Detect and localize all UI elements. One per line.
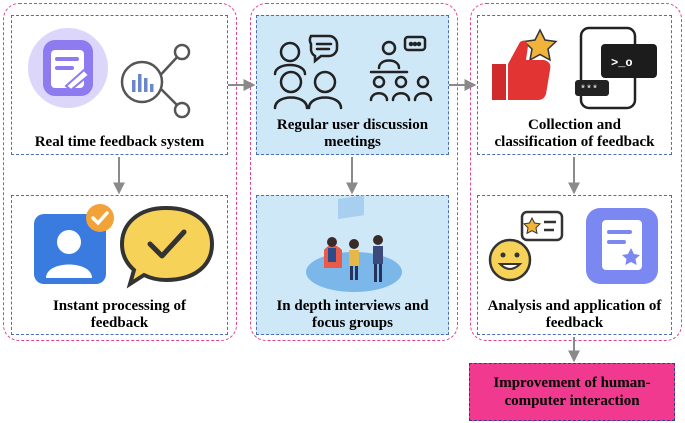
smiley-rating-icon [488,210,564,282]
label-improvement-interaction: Improvement of human-computer interactio… [493,375,651,409]
label-realtime-feedback: Real time feedback system [34,134,205,150]
rated-document-icon [586,208,658,284]
user-check-icon [34,204,114,284]
box-discussion-meetings: Regular user discussion meetings [256,15,449,155]
share-chart-icon [120,43,191,119]
label-depth-interviews: In depth interviews and focus groups [276,298,429,331]
label-analysis-application: Analysis and application of feedback [487,298,662,331]
discussion-people-icon [273,34,343,110]
label-collection-classification: Collection and classification of feedbac… [494,117,655,150]
vr-interview-illustration [306,195,402,292]
group-left [3,3,237,341]
group-middle [250,3,458,341]
box-improvement-interaction: Improvement of human-computer interactio… [469,363,675,421]
box-depth-interviews: In depth interviews and focus groups [256,195,449,335]
box-realtime-feedback: Real time feedback system [11,15,228,155]
label-discussion-meetings: Regular user discussion meetings [276,117,429,150]
presenter-icon [369,35,433,102]
svg-text:>_o: >_o [611,56,633,70]
box-collection-classification: >_o *** Collection and classification of… [477,15,672,155]
document-icon [28,28,108,108]
svg-text:***: *** [580,84,598,96]
thumbs-up-star-icon [492,28,558,100]
box-instant-processing: Instant processing of feedback [11,195,228,335]
chat-phone-icon: >_o *** [575,26,657,110]
box-analysis-application: Analysis and application of feedback [477,195,672,335]
speech-check-icon [119,205,215,289]
group-right [470,3,682,341]
label-instant-processing: Instant processing of feedback [52,298,187,331]
